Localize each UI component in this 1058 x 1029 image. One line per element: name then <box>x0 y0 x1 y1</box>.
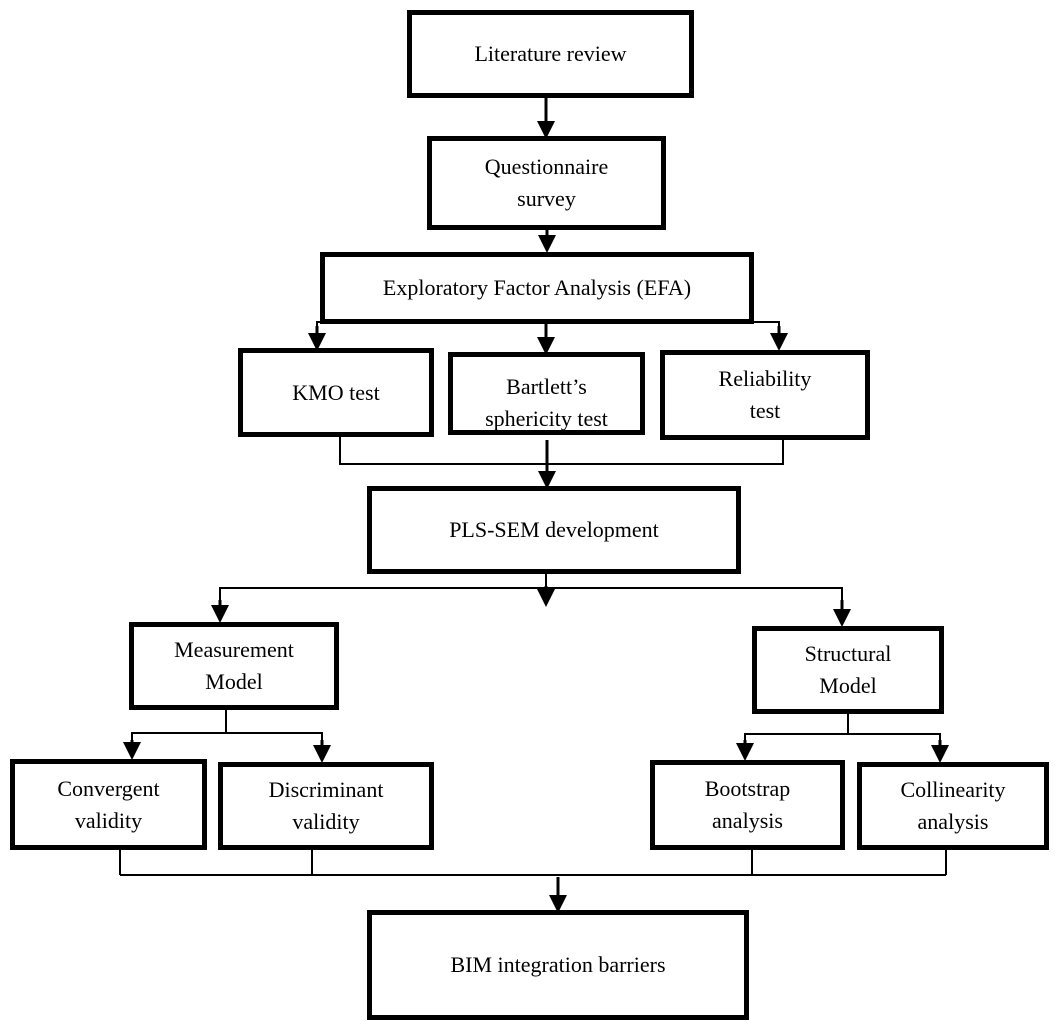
connector-tests-merge <box>339 437 784 465</box>
node-bartlett-test: Bartlett’s sphericity test <box>448 352 645 435</box>
node-kmo-test: KMO test <box>238 348 434 437</box>
connector-models-split <box>219 587 843 620</box>
node-collinearity-analysis: Collinearity analysis <box>857 762 1049 850</box>
node-reliability-test-label: Reliability test <box>718 366 812 423</box>
node-measurement-model-label: Measurement Model <box>174 637 294 694</box>
node-literature-review-label: Literature review <box>474 41 627 66</box>
node-pls-sem-label: PLS-SEM development <box>449 517 659 542</box>
node-discriminant-validity: Discriminant validity <box>218 762 434 850</box>
node-bim-barriers-label: BIM integration barriers <box>450 952 666 977</box>
node-convergent-validity: Convergent validity <box>10 759 207 850</box>
node-efa-label: Exploratory Factor Analysis (EFA) <box>382 275 692 300</box>
node-efa: Exploratory Factor Analysis (EFA) <box>320 252 754 324</box>
node-bartlett-test-label: Bartlett’s sphericity test <box>485 374 608 431</box>
connector-analysis-split <box>744 733 941 745</box>
node-structural-model: Structural Model <box>752 626 944 714</box>
node-measurement-model: Measurement Model <box>129 622 339 710</box>
node-reliability-test: Reliability test <box>660 350 870 440</box>
node-pls-sem: PLS-SEM development <box>367 486 741 574</box>
node-questionnaire-survey-label: Questionnaire survey <box>484 154 609 211</box>
node-kmo-test-label: KMO test <box>292 379 380 405</box>
node-convergent-validity-label: Convergent validity <box>57 775 160 833</box>
connector-efa-split <box>316 321 780 340</box>
node-bootstrap-analysis: Bootstrap analysis <box>650 760 845 850</box>
node-collinearity-analysis-label: Collinearity analysis <box>900 777 1006 834</box>
node-structural-model-label: Structural Model <box>804 641 892 698</box>
node-bim-barriers: BIM integration barriers <box>367 910 749 1020</box>
node-literature-review: Literature review <box>407 10 694 98</box>
node-bootstrap-analysis-label: Bootstrap analysis <box>704 776 791 833</box>
connector-validity-split <box>131 732 323 745</box>
node-discriminant-validity-label: Discriminant validity <box>268 777 384 834</box>
node-questionnaire-survey: Questionnaire survey <box>427 136 666 230</box>
